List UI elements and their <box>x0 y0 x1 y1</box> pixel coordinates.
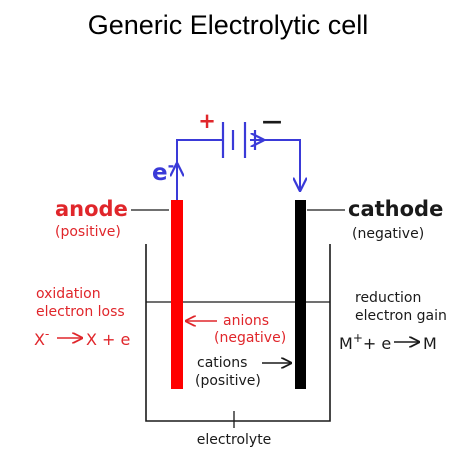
page-title: Generic Electrolytic cell <box>88 10 369 40</box>
external-circuit <box>177 140 300 200</box>
cathode-process: reduction <box>355 290 421 306</box>
cathode-label: cathode <box>348 197 443 221</box>
cations-charge: (positive) <box>195 373 261 389</box>
anode-rod <box>171 200 183 389</box>
battery-cell-icon <box>221 122 257 158</box>
cathode-reaction-reactant: M++ e <box>339 331 391 353</box>
anode-wire <box>176 139 222 200</box>
anode-reaction-products: X + e <box>86 330 130 349</box>
electron-label: e- <box>152 156 174 186</box>
anode-reaction-reactant: X- <box>34 327 49 349</box>
anode-label: anode <box>55 197 128 221</box>
cations-label: cations <box>197 355 247 371</box>
anode-process: oxidation <box>36 286 101 302</box>
negative-terminal-sign: — <box>262 109 282 133</box>
cathode-wire <box>262 139 301 192</box>
cathode-reaction-product: M <box>423 334 437 353</box>
cathode-charge: (negative) <box>352 226 424 242</box>
anions-charge: (negative) <box>214 330 286 346</box>
electrolyte-label: electrolyte <box>197 432 272 448</box>
anions-label: anions <box>223 313 269 329</box>
positive-terminal-sign: + <box>198 109 216 133</box>
anode-process-detail: electron loss <box>36 304 125 320</box>
cathode-process-detail: electron gain <box>355 308 447 324</box>
anode-charge: (positive) <box>55 224 121 240</box>
electrolysis-vessel <box>145 244 331 422</box>
cathode-rod <box>295 200 306 389</box>
